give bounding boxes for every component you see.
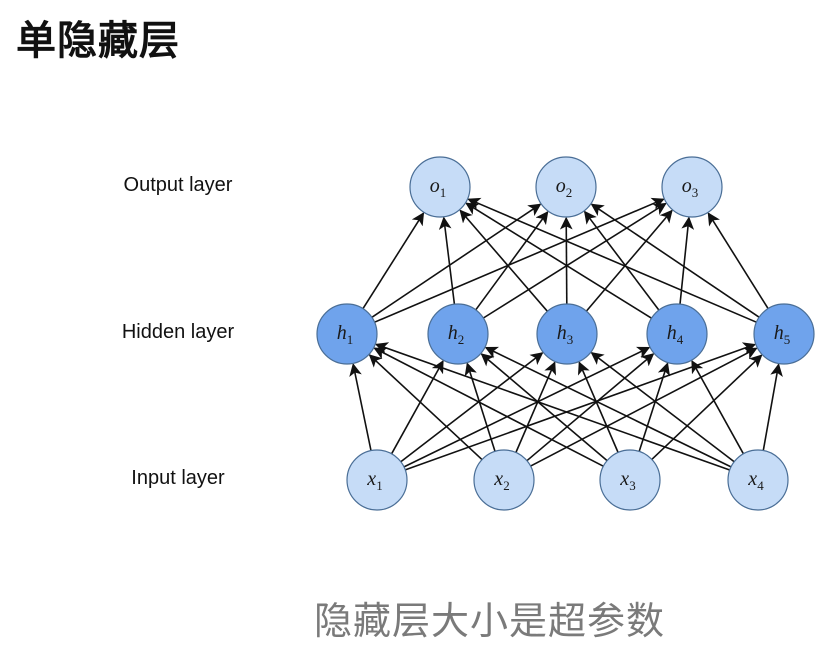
node-circle (346, 449, 408, 511)
output-layer-label: Output layer (123, 174, 233, 196)
edge-x3-h3 (577, 361, 619, 453)
output-node-o3: o3 (661, 156, 723, 218)
node-subscript: 3 (629, 478, 636, 493)
output-node-o2: o2 (535, 156, 597, 218)
hidden-layer-label: Hidden layer (121, 321, 235, 343)
node-circle (661, 156, 723, 218)
node-circle (599, 449, 661, 511)
node-subscript: 3 (567, 332, 574, 347)
slide-title: 单隐藏层 (16, 18, 180, 64)
hidden-node-h1: h1 (316, 303, 378, 365)
edge-h4-o1 (465, 202, 652, 319)
edge-h2-o1 (438, 216, 456, 305)
node-circle (427, 303, 489, 365)
nodes-group: o1 o2 o3 h1 h2 h3 h4 h5 x1 x2 x3 x4 (316, 156, 815, 511)
edge-h3-o2 (559, 216, 573, 305)
edge-x3-h4 (638, 362, 671, 452)
edge-h2-o2 (475, 210, 549, 311)
edge-x1-h4 (403, 346, 651, 468)
node-subscript: 1 (376, 478, 383, 493)
edge-x3-h5 (651, 354, 763, 460)
hidden-node-h5: h5 (753, 303, 815, 365)
node-subscript: 1 (347, 332, 354, 347)
edge-x4-h3 (590, 352, 735, 463)
node-circle (535, 156, 597, 218)
edge-h3-o1 (459, 209, 549, 312)
edge-x1-h2 (390, 359, 444, 455)
node-subscript: 2 (566, 185, 573, 200)
node-subscript: 2 (503, 478, 510, 493)
node-circle (316, 303, 378, 365)
edge-h2-o3 (482, 202, 667, 319)
hidden-node-h2: h2 (427, 303, 489, 365)
edge-x1-h3 (400, 352, 544, 463)
node-circle (473, 449, 535, 511)
output-node-o1: o1 (409, 156, 471, 218)
input-node-x2: x2 (473, 449, 535, 511)
input-node-x3: x3 (599, 449, 661, 511)
edge-h5-o3 (707, 212, 769, 310)
input-layer-label: Input layer (131, 467, 225, 489)
edge-h4-o2 (583, 210, 660, 311)
hidden-node-h4: h4 (646, 303, 708, 365)
edges-group (349, 197, 783, 471)
edge-x4-h4 (691, 359, 745, 455)
node-subscript: 2 (458, 332, 465, 347)
node-circle (753, 303, 815, 365)
node-subscript: 3 (692, 185, 699, 200)
edge-h3-o3 (585, 209, 673, 312)
edge-x1-h1 (349, 363, 372, 451)
node-subscript: 1 (440, 185, 447, 200)
edge-h5-o1 (467, 197, 757, 323)
node-circle (646, 303, 708, 365)
edge-x2-h1 (368, 354, 483, 461)
edge-x3-h1 (373, 347, 604, 467)
edge-h5-o2 (590, 203, 760, 318)
input-node-x1: x1 (346, 449, 408, 511)
node-circle (409, 156, 471, 218)
node-subscript: 5 (784, 332, 791, 347)
hidden-node-h3: h3 (536, 303, 598, 365)
edge-x4-h1 (374, 342, 730, 471)
node-circle (536, 303, 598, 365)
edge-x3-h2 (480, 353, 608, 462)
edge-x2-h4 (526, 353, 655, 462)
node-circle (727, 449, 789, 511)
edge-h1-o1 (362, 212, 425, 310)
edge-x2-h5 (530, 347, 758, 467)
input-node-x4: x4 (727, 449, 789, 511)
caption-text: 隐藏层大小是超参数 (314, 599, 666, 643)
edge-x4-h5 (762, 363, 783, 451)
edge-x4-h2 (484, 346, 732, 468)
node-subscript: 4 (677, 332, 684, 347)
edge-h1-o2 (371, 203, 542, 318)
node-subscript: 4 (757, 478, 764, 493)
